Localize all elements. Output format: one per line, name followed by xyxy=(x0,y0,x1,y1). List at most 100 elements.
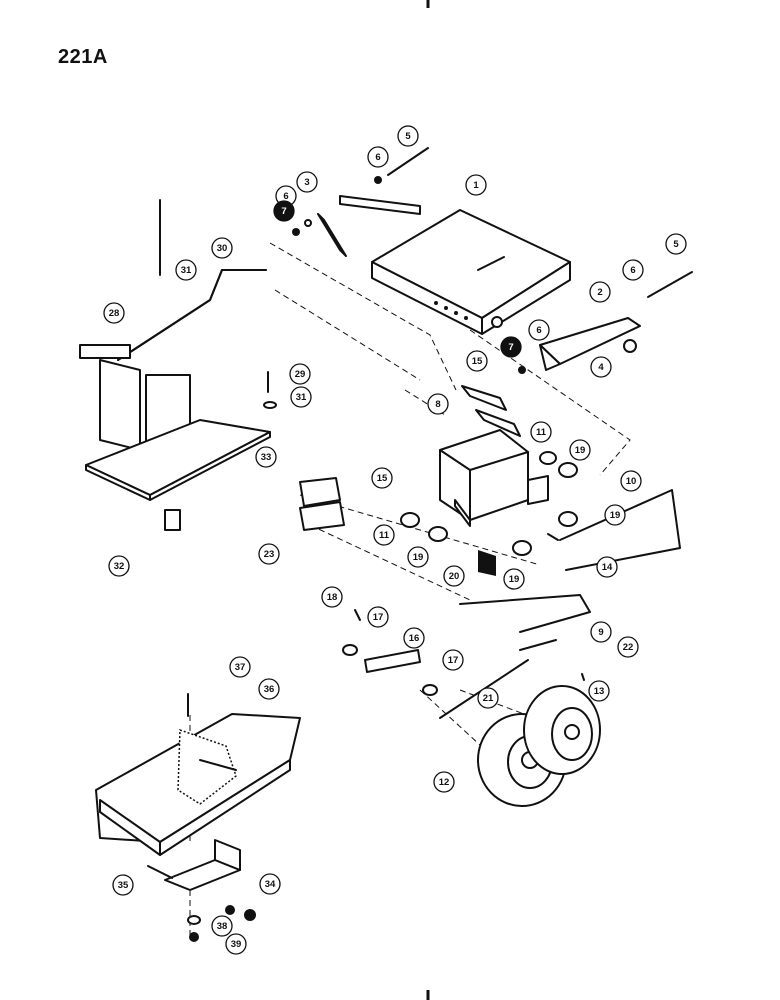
callout-number: 20 xyxy=(449,571,460,582)
callout-number: 9 xyxy=(598,627,603,638)
callout-number: 36 xyxy=(264,684,275,695)
callout-c22: 22 xyxy=(617,636,639,658)
callout-c6d: 6 xyxy=(528,319,550,341)
callout-c23: 23 xyxy=(258,543,280,565)
callout-circle xyxy=(588,680,610,702)
callout-number: 13 xyxy=(594,686,605,697)
pivot-tubes xyxy=(299,385,521,531)
bolts xyxy=(374,147,693,298)
callout-c21: 21 xyxy=(477,687,499,709)
callout-circle xyxy=(367,146,389,168)
callout-c11a: 11 xyxy=(530,421,552,443)
callout-number: 11 xyxy=(536,427,547,438)
callout-c12: 12 xyxy=(433,771,455,793)
hitch-bracket xyxy=(439,429,549,527)
callout-number: 39 xyxy=(231,939,242,950)
callout-number: 28 xyxy=(109,308,120,319)
mounting-bracket-and-hardware xyxy=(147,839,256,942)
callout-circle xyxy=(225,933,247,955)
callout-circle xyxy=(466,350,488,372)
callout-number: 5 xyxy=(673,239,679,250)
callout-number: 7 xyxy=(281,206,286,217)
callout-c2: 2 xyxy=(589,281,611,303)
callout-c29: 29 xyxy=(289,363,311,385)
callout-circle xyxy=(433,771,455,793)
callout-number: 3 xyxy=(304,177,309,188)
callout-circle xyxy=(373,524,395,546)
callout-c13: 13 xyxy=(588,680,610,702)
callout-number: 10 xyxy=(626,476,637,487)
callout-circle xyxy=(596,556,618,578)
callout-number: 19 xyxy=(610,510,621,521)
callout-number: 35 xyxy=(118,880,129,891)
callout-c15b: 15 xyxy=(371,467,393,489)
callout-number: 7 xyxy=(508,342,513,353)
callout-circle xyxy=(569,439,591,461)
callout-circle xyxy=(367,606,389,628)
callout-number: 18 xyxy=(327,592,338,603)
adjusting-bracket xyxy=(518,317,641,374)
callout-number: 29 xyxy=(295,369,306,380)
callout-c19a: 19 xyxy=(569,439,591,461)
callout-circle xyxy=(503,568,525,590)
callout-number: 11 xyxy=(379,530,390,541)
callout-number: 17 xyxy=(373,612,384,623)
callout-c3: 3 xyxy=(296,171,318,193)
callout-c17a: 17 xyxy=(367,606,389,628)
callout-circle xyxy=(530,421,552,443)
callout-number: 6 xyxy=(630,265,635,276)
callout-circle xyxy=(229,656,251,678)
callout-number: 19 xyxy=(509,574,520,585)
callout-c32: 32 xyxy=(108,555,130,577)
callout-number: 14 xyxy=(602,562,613,573)
callout-number: 21 xyxy=(483,693,494,704)
callout-number: 37 xyxy=(235,662,246,673)
callout-c35: 35 xyxy=(112,874,134,896)
washers-and-bushings xyxy=(400,451,578,556)
mounting-plate xyxy=(371,209,571,335)
callout-number: 6 xyxy=(283,191,288,202)
callout-c7b: 7 xyxy=(500,336,522,358)
callout-c9: 9 xyxy=(590,621,612,643)
callout-number: 15 xyxy=(472,356,483,367)
callout-number: 30 xyxy=(217,243,228,254)
callout-c36: 36 xyxy=(258,678,280,700)
callout-circle xyxy=(465,174,487,196)
callout-c31a: 31 xyxy=(175,259,197,281)
callout-circle xyxy=(273,200,295,222)
callout-circle xyxy=(175,259,197,281)
callout-c19c: 19 xyxy=(407,546,429,568)
callout-c37: 37 xyxy=(229,656,251,678)
callout-c20: 20 xyxy=(443,565,465,587)
callout-c6c: 6 xyxy=(622,259,644,281)
callout-circle xyxy=(442,649,464,671)
callout-circle xyxy=(665,233,687,255)
callout-c1: 1 xyxy=(465,174,487,196)
callout-circle xyxy=(500,336,522,358)
callout-number: 2 xyxy=(597,287,602,298)
callout-number: 17 xyxy=(448,655,459,666)
callout-number: 1 xyxy=(473,180,479,191)
callout-c15a: 15 xyxy=(466,350,488,372)
callout-number: 38 xyxy=(217,921,228,932)
rubber-block xyxy=(478,550,496,576)
pin-assembly xyxy=(342,609,438,696)
callout-number: 34 xyxy=(265,879,276,890)
callout-c28: 28 xyxy=(103,302,125,324)
callout-circle xyxy=(403,627,425,649)
weight-box xyxy=(95,693,301,856)
callout-c18: 18 xyxy=(321,586,343,608)
callout-circle xyxy=(407,546,429,568)
callout-number: 31 xyxy=(296,392,307,403)
callout-circle xyxy=(604,504,626,526)
callout-circle xyxy=(622,259,644,281)
callout-c5b: 5 xyxy=(665,233,687,255)
page-number: 221A xyxy=(58,46,108,68)
bushing xyxy=(164,509,181,531)
callout-circle xyxy=(259,873,281,895)
callout-circle xyxy=(289,363,311,385)
callout-circle xyxy=(620,470,642,492)
callout-circle xyxy=(255,446,277,468)
